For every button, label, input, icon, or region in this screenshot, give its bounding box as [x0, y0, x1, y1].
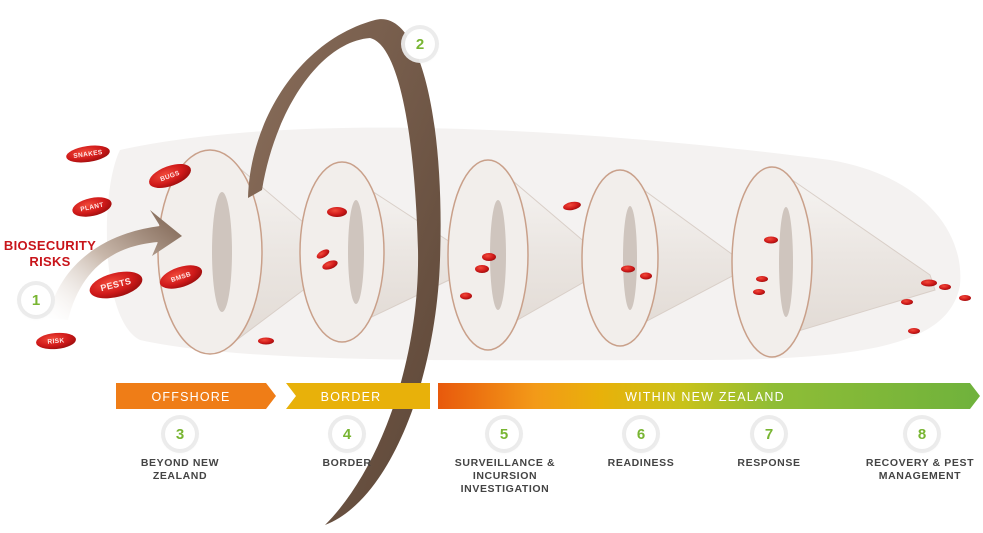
small-risk-pill — [460, 293, 472, 300]
small-risk-pill — [939, 284, 951, 290]
band-label-border: BORDER — [296, 388, 406, 406]
step-6-badge: 6 — [626, 419, 656, 449]
small-risk-pill — [756, 276, 768, 282]
step-8-badge: 8 — [907, 419, 937, 449]
small-risk-pill — [327, 207, 347, 217]
small-risk-pill — [258, 338, 274, 345]
small-risk-pill — [908, 328, 920, 334]
step-4-badge: 4 — [332, 419, 362, 449]
risk-pill-snakes: SNAKES — [65, 143, 111, 165]
step-7-badge: 7 — [754, 419, 784, 449]
step-3-badge: 3 — [165, 419, 195, 449]
small-risk-pill — [482, 253, 496, 261]
small-risk-pill — [753, 289, 765, 295]
step-3-label: BEYOND NEW ZEALAND — [115, 457, 245, 483]
step-5-label: SURVEILLANCE & INCURSION INVESTIGATION — [440, 457, 570, 496]
small-risk-pill — [959, 295, 971, 301]
small-risk-pill — [764, 237, 778, 244]
biosecurity-risks-title: BIOSECURITY RISKS — [0, 238, 100, 270]
small-risk-pill — [621, 266, 635, 273]
step-1-badge: 1 — [21, 285, 51, 315]
step-5-badge: 5 — [489, 419, 519, 449]
step-8-label: RECOVERY & PEST MANAGEMENT — [850, 457, 983, 483]
small-risk-pill — [475, 265, 489, 273]
small-risk-pill — [901, 299, 913, 305]
small-risk-pill — [921, 280, 937, 287]
band-label-offshore: OFFSHORE — [116, 388, 266, 406]
step-7-label: RESPONSE — [704, 457, 834, 470]
pill-label-risk: RISK — [47, 337, 65, 345]
risk-pill-plant: PLANT — [71, 194, 114, 220]
step-2-badge: 2 — [405, 29, 435, 59]
step-4-label: BORDER — [282, 457, 412, 470]
band-label-within-nz: WITHIN NEW ZEALAND — [540, 388, 870, 406]
risk-pill-risk: RISK — [35, 331, 76, 350]
step-6-label: READINESS — [576, 457, 706, 470]
small-risk-pill — [640, 273, 652, 280]
